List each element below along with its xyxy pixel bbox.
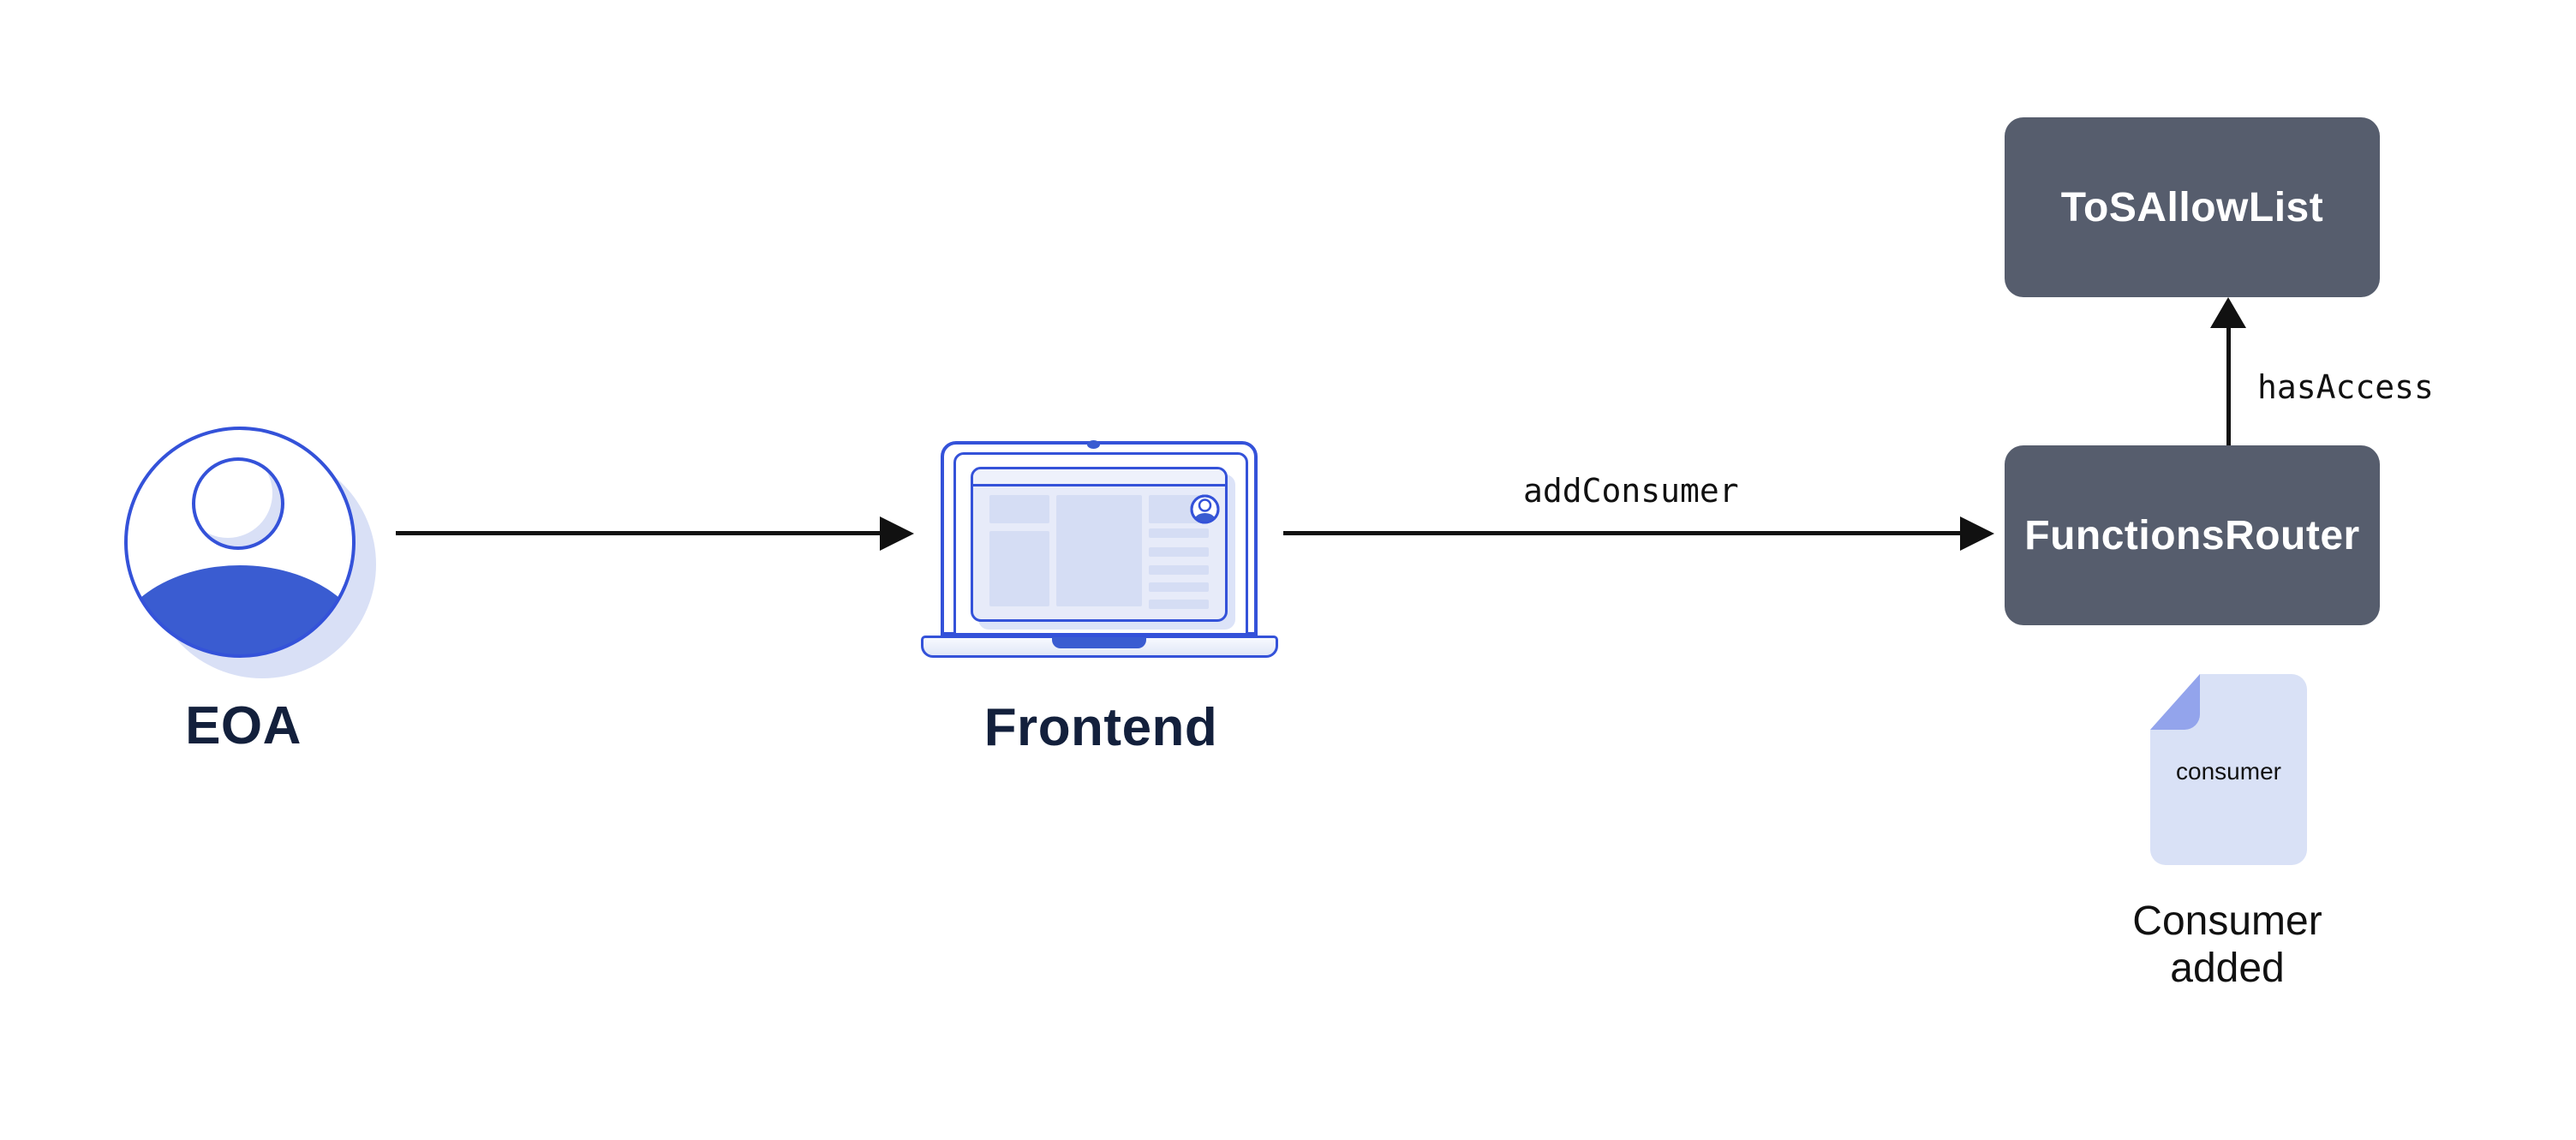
eoa-label: EOA — [185, 696, 302, 755]
tos-allowlist-box: ToSAllowList — [2005, 117, 2380, 297]
functions-router-label: FunctionsRouter — [2024, 512, 2360, 558]
wireframe-block — [1056, 495, 1142, 606]
browser-header — [973, 469, 1225, 486]
wireframe-bar — [1149, 600, 1209, 609]
browser-user-icon — [1190, 494, 1220, 524]
wireframe-bar — [1149, 528, 1209, 538]
consumer-document-icon — [2150, 674, 2307, 865]
edge-label-addconsumer: addConsumer — [1523, 472, 1739, 510]
functions-router-box: FunctionsRouter — [2005, 445, 2380, 625]
wireframe-block — [989, 531, 1049, 606]
tos-allowlist-label: ToSAllowList — [2060, 184, 2324, 230]
laptop-notch — [1052, 637, 1146, 648]
laptop-camera-icon — [1087, 440, 1100, 449]
eoa-avatar-icon — [124, 427, 376, 678]
wireframe-bar — [1149, 547, 1209, 557]
wireframe-block — [989, 495, 1049, 523]
edge-label-hasaccess: hasAccess — [2257, 368, 2434, 406]
frontend-label: Frontend — [983, 698, 1218, 757]
wireframe-bar — [1149, 565, 1209, 575]
wireframe-bar — [1149, 582, 1209, 592]
consumer-added-caption: Consumer added — [2132, 898, 2322, 991]
consumer-file-label: consumer — [2176, 758, 2281, 785]
